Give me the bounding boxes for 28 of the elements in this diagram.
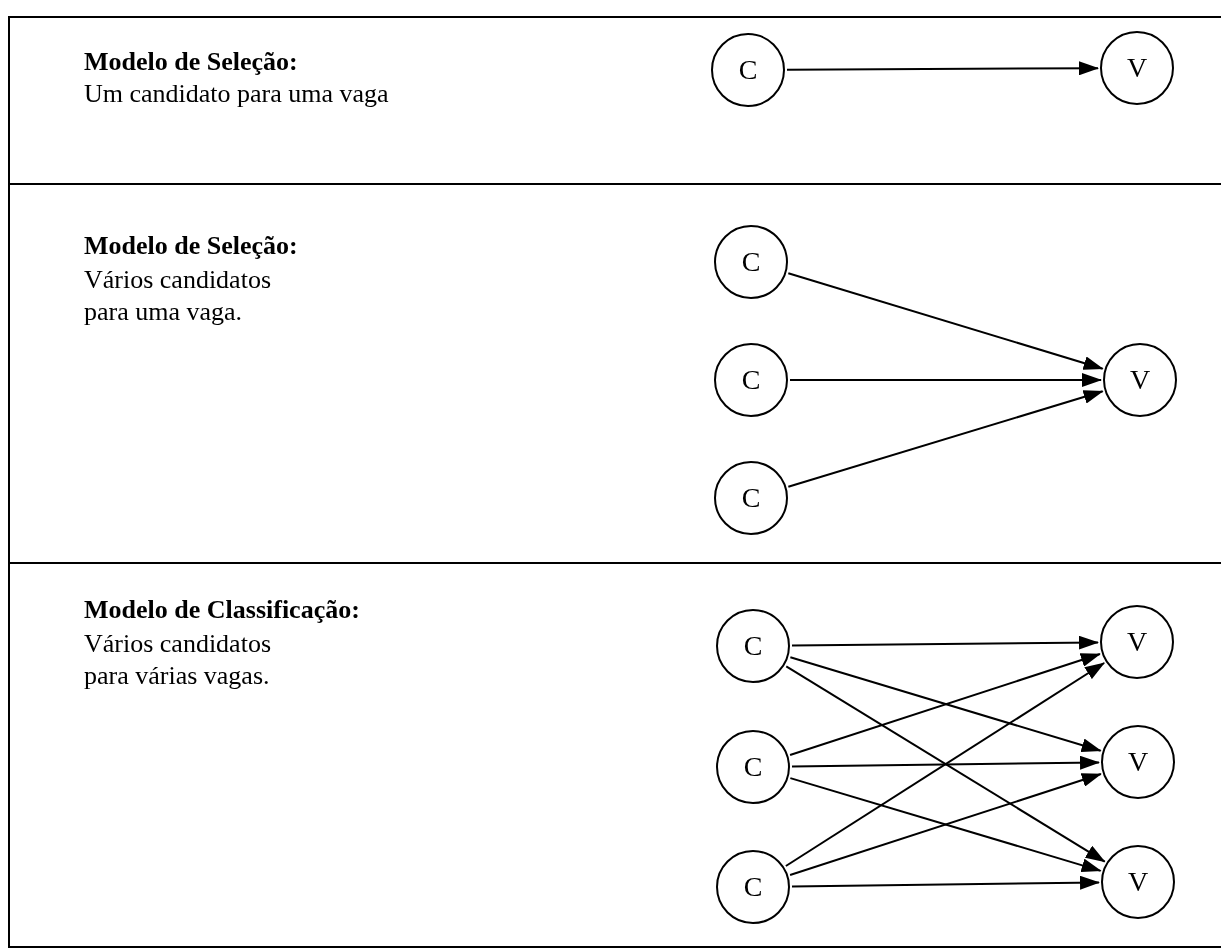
node-circle: C xyxy=(714,461,788,535)
node-circle: V xyxy=(1103,343,1177,417)
node-circle: C xyxy=(714,225,788,299)
node-circle: C xyxy=(716,609,790,683)
arrow xyxy=(791,755,1100,770)
section-description: Vários candidatos para várias vagas. xyxy=(84,628,272,692)
node-circle: V xyxy=(1100,31,1174,105)
arrow xyxy=(787,390,1104,488)
section-heading: Modelo de Seleção: xyxy=(84,230,298,262)
node-circle: V xyxy=(1101,845,1175,919)
node-circle: C xyxy=(711,33,785,107)
arrow xyxy=(789,373,1102,387)
arrow xyxy=(787,272,1104,370)
arrow xyxy=(791,635,1099,650)
section-band xyxy=(8,183,1221,562)
section-description: Vários candidatos para uma vaga. xyxy=(84,264,272,328)
section-heading: Modelo de Seleção: xyxy=(84,46,298,78)
node-circle: V xyxy=(1101,725,1175,799)
arrow xyxy=(791,875,1100,890)
section-description: Um candidato para uma vaga xyxy=(84,78,389,110)
section-band xyxy=(8,16,1221,183)
node-circle: V xyxy=(1100,605,1174,679)
section-heading: Modelo de Classificação: xyxy=(84,594,360,626)
node-circle: C xyxy=(714,343,788,417)
arrow xyxy=(786,61,1099,76)
section-band xyxy=(8,562,1221,948)
node-circle: C xyxy=(716,850,790,924)
node-circle: C xyxy=(716,730,790,804)
